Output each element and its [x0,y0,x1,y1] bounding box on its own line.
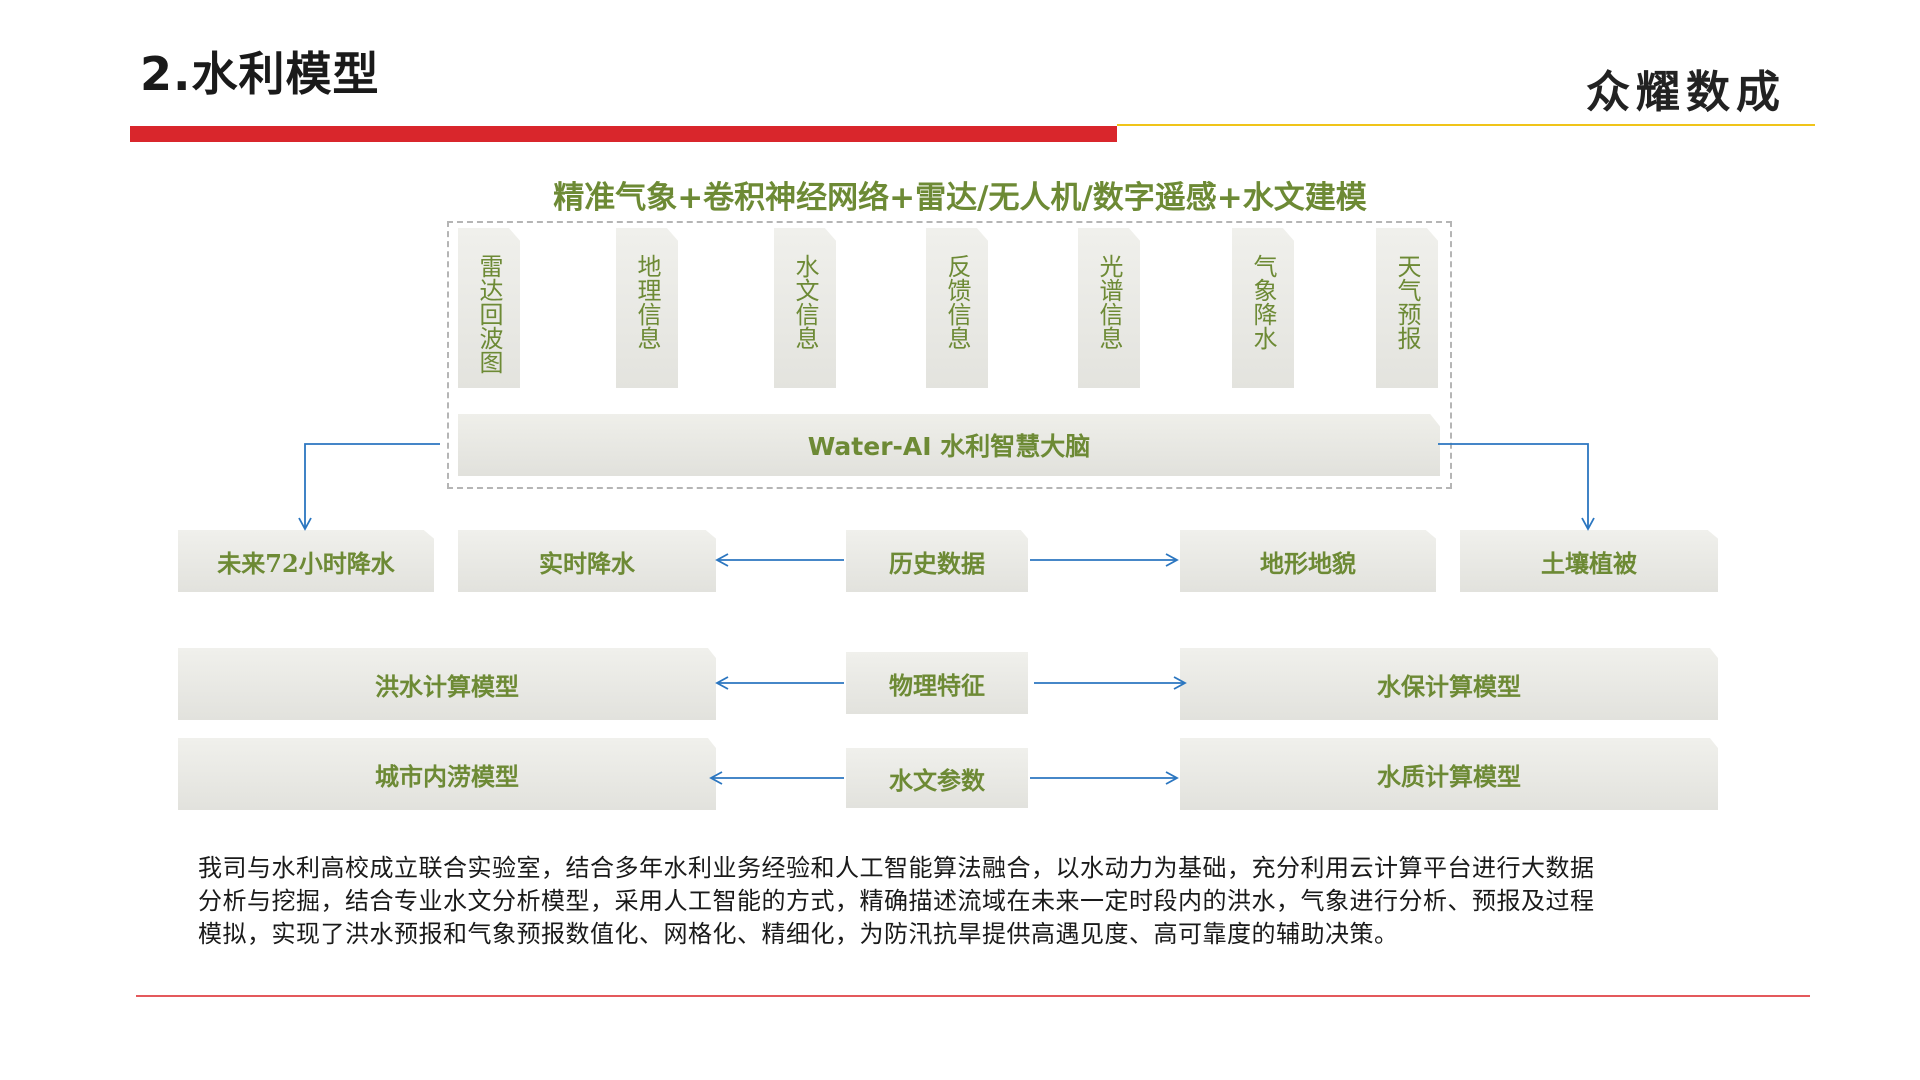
ai-brain-box: Water-AI 水利智慧大脑 [458,414,1440,476]
input-card-precip: 气象降水 [1232,228,1294,388]
footer-divider [136,995,1810,997]
input-card-feedback: 反馈信息 [926,228,988,388]
node-urban-waterlogging-model: 城市内涝模型 [178,738,716,810]
description-line: 分析与挖掘，结合专业水文分析模型，采用人工智能的方式，精确描述流域在未来一定时段… [198,887,1595,915]
input-card-radar: 雷达回波图 [458,228,520,388]
description-line: 模拟，实现了洪水预报和气象预报数值化、网格化、精细化，为防汛抗旱提供高遇见度、高… [198,920,1399,948]
input-card-geo: 地理信息 [616,228,678,388]
title-underline-red [130,126,1117,142]
input-card-hydro: 水文信息 [774,228,836,388]
input-card-forecast: 天气预报 [1376,228,1438,388]
description-line: 我司与水利高校成立联合实验室，结合多年水利业务经验和人工智能算法融合，以水动力为… [198,854,1595,882]
node-terrain: 地形地貌 [1180,530,1436,592]
page-title: 2.水利模型 [140,47,380,101]
node-history-data: 历史数据 [846,530,1028,592]
diagram-heading: 精准气象+卷积神经网络+雷达/无人机/数字遥感+水文建模 [553,180,1367,216]
node-physical-features: 物理特征 [846,652,1028,714]
node-hydro-parameters: 水文参数 [846,748,1028,808]
title-underline-yellow [1117,124,1815,126]
node-flood-model: 洪水计算模型 [178,648,716,720]
arrow-brain-to-soil [1438,443,1595,531]
node-soil-vegetation: 土壤植被 [1460,530,1718,592]
node-realtime-precip: 实时降水 [458,530,716,592]
node-soil-conservation-model: 水保计算模型 [1180,648,1718,720]
description-paragraph: 我司与水利高校成立联合实验室，结合多年水利业务经验和人工智能算法融合，以水动力为… [198,852,1738,951]
input-card-spectrum: 光谱信息 [1078,228,1140,388]
company-logo: 众耀数成 [1586,67,1786,118]
arrow-brain-to-future [298,443,440,531]
input-group-frame [447,221,1452,489]
node-water-quality-model: 水质计算模型 [1180,738,1718,810]
node-future-precip: 未来72小时降水 [178,530,434,592]
